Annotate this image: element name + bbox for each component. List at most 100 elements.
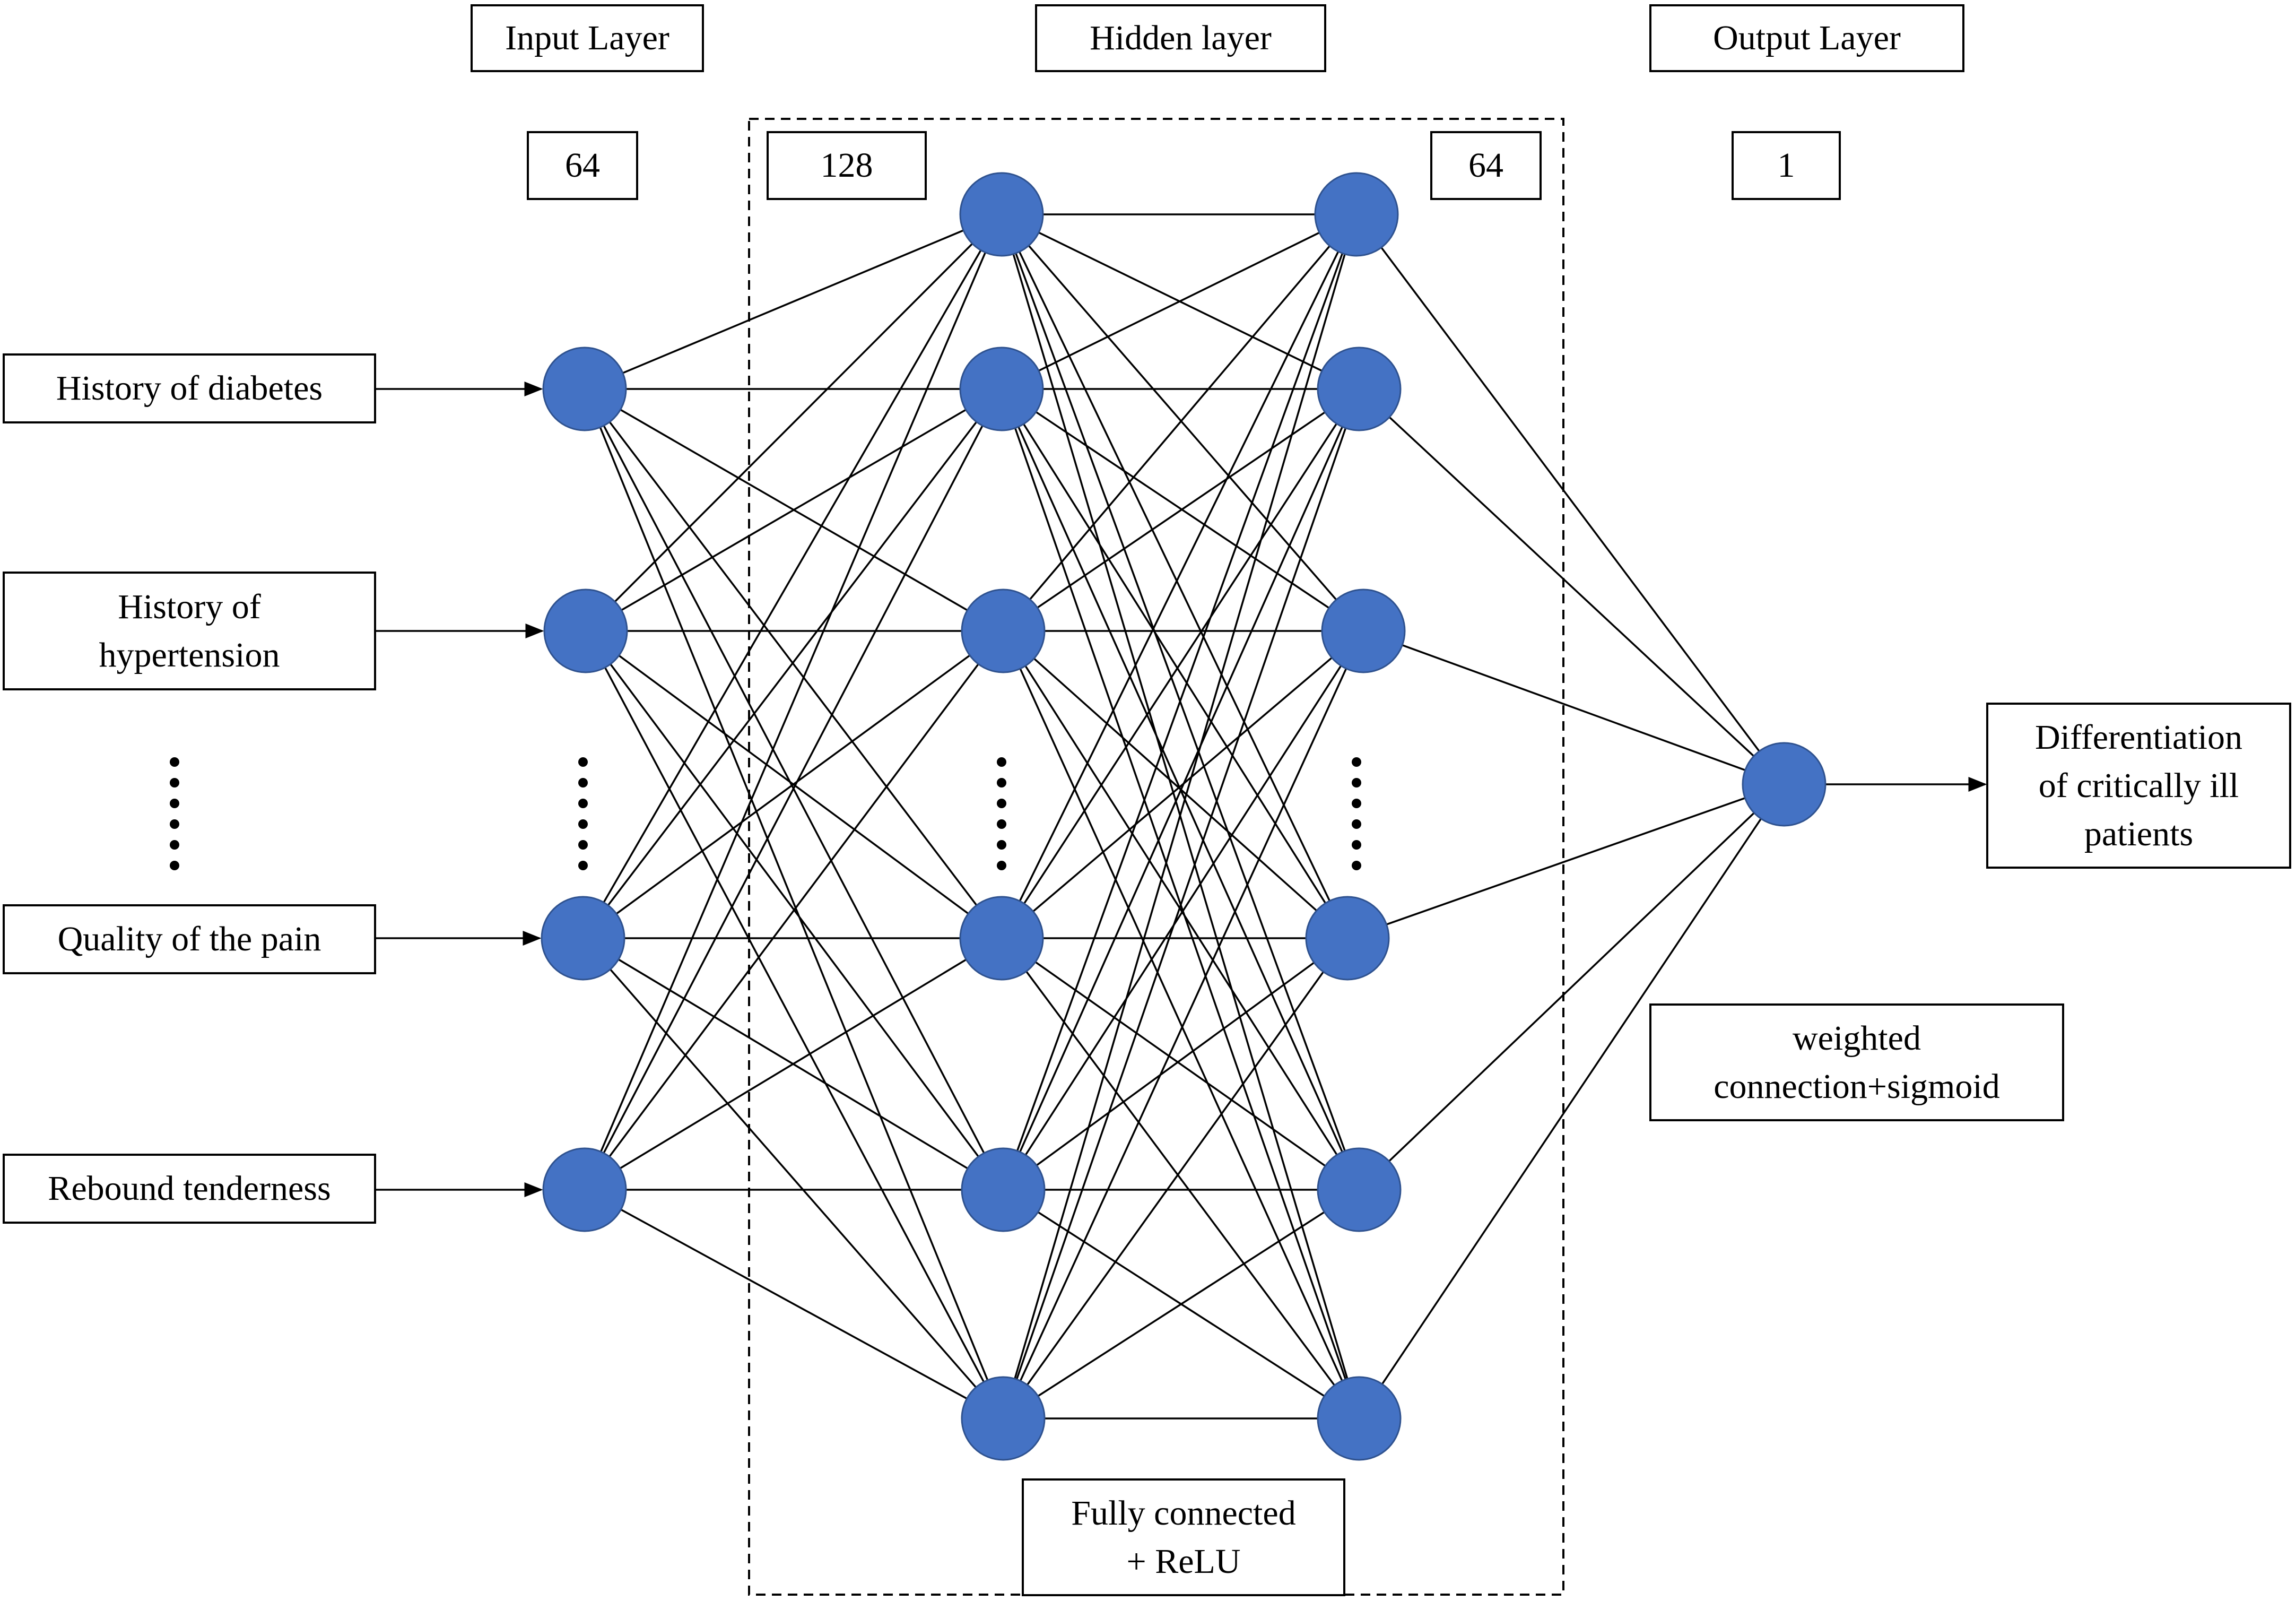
edge-hidden1-hidden2 [1002, 388, 1360, 1190]
edge-hidden1-hidden2 [1001, 937, 1360, 1420]
hidden2-neuron [1305, 896, 1390, 981]
hidden-layer-1-size: 128 [767, 131, 927, 200]
feature-history-of-diabetes: History of diabetes [3, 353, 376, 423]
ellipsis-dot [997, 799, 1006, 808]
edge-input-hidden1 [585, 388, 1002, 632]
ellipsis-dot [170, 778, 179, 787]
edge-hidden1-hidden2 [1002, 388, 1360, 1419]
hidden2-neuron [1317, 1147, 1402, 1232]
ellipsis-dot [1352, 819, 1361, 829]
ellipsis-dot [170, 757, 179, 767]
edge-hidden1-hidden2 [1001, 388, 1349, 939]
edge-input-hidden1 [584, 213, 1002, 390]
edge-hidden2-output [1358, 783, 1785, 1191]
hidden-layer-dashed-frame [748, 118, 1564, 1596]
hidden-activation-note: Fully connected+ ReLU [1022, 1478, 1345, 1596]
ellipsis-dot [1352, 778, 1361, 787]
edge-input-hidden1 [582, 388, 1003, 939]
ellipsis-dot [997, 757, 1006, 767]
edge-hidden1-hidden2 [1002, 937, 1349, 1420]
hidden2-neuron [1314, 172, 1399, 257]
ellipsis-dot [578, 861, 588, 870]
edge-hidden1-hidden2 [1002, 630, 1360, 1190]
edge-hidden1-hidden2 [1003, 388, 1360, 632]
output-layer-title: Output Layer [1649, 4, 1964, 72]
edge-hidden1-hidden2 [1001, 937, 1360, 1191]
ellipsis-dot [578, 819, 588, 829]
hidden2-neuron [1321, 589, 1406, 673]
edge-input-hidden1 [582, 630, 1004, 939]
ellipsis-dot [1352, 840, 1361, 850]
edge-hidden1-hidden2 [1001, 214, 1349, 939]
edge-hidden2-output [1347, 783, 1785, 939]
edge-hidden1-hidden2 [1001, 388, 1360, 939]
hidden1-neuron [961, 1376, 1046, 1461]
ellipsis-dot [170, 819, 179, 829]
edge-hidden2-output [1358, 784, 1785, 1419]
ellipsis-dot [578, 757, 588, 767]
ellipsis-dot [1352, 861, 1361, 870]
output-neuron [1742, 742, 1827, 827]
edge-hidden1-hidden2 [1002, 630, 1364, 1190]
input-neuron [542, 1147, 627, 1232]
edge-input-hidden1 [582, 214, 1003, 939]
edge-hidden1-hidden2 [1002, 630, 1360, 1419]
edge-input-hidden1 [584, 630, 1004, 1191]
hidden-layer-title: Hidden layer [1035, 4, 1326, 72]
ellipsis-dots [170, 757, 1361, 870]
input-neuron [541, 896, 625, 981]
ellipsis-dot [578, 840, 588, 850]
output-layer-size: 1 [1732, 131, 1841, 200]
ellipsis-dot [578, 799, 588, 808]
edge-input-hidden1 [585, 213, 1003, 632]
edge-hidden1-hidden2 [1002, 630, 1349, 939]
edge-input-hidden1 [584, 388, 1004, 1419]
edge-hidden1-hidden2 [1001, 213, 1357, 390]
input-layer-size: 64 [527, 131, 638, 200]
hidden-layer-2-size: 64 [1430, 131, 1542, 200]
ellipsis-dot [997, 861, 1006, 870]
edge-input-hidden1 [584, 214, 1003, 1190]
hidden1-neuron [959, 172, 1044, 257]
ellipsis-dot [1352, 757, 1361, 767]
feature-quality-of-the-pain: Quality of the pain [3, 904, 376, 974]
hidden1-neuron [961, 1147, 1046, 1232]
ellipsis-dot [997, 819, 1006, 829]
edge-hidden2-output [1358, 388, 1785, 785]
neuron-nodes [541, 172, 1827, 1461]
edge-hidden2-output [1363, 630, 1785, 785]
hidden2-neuron [1317, 347, 1402, 431]
edge-input-hidden1 [582, 937, 1004, 1420]
edge-hidden1-hidden2 [1002, 630, 1364, 1419]
ellipsis-dot [170, 799, 179, 808]
input-neuron [543, 589, 628, 673]
edge-hidden1-hidden2 [1001, 214, 1358, 939]
ellipsis-dot [170, 840, 179, 850]
input-layer-title: Input Layer [471, 4, 704, 72]
hidden2-neuron [1317, 1376, 1402, 1461]
edge-hidden1-hidden2 [1002, 213, 1358, 632]
input-arrows [376, 382, 1987, 1197]
edge-hidden2-output [1355, 213, 1785, 785]
connection-lines [582, 213, 1785, 1420]
hidden1-neuron [959, 347, 1044, 431]
input-neuron [542, 347, 627, 431]
edge-hidden1-hidden2 [1003, 1189, 1360, 1420]
ellipsis-dot [170, 861, 179, 870]
hidden1-neuron [961, 589, 1046, 673]
edge-input-hidden1 [585, 630, 1004, 1419]
edge-input-hidden1 [584, 1189, 1004, 1420]
edge-input-hidden1 [584, 937, 1002, 1191]
ellipsis-dot [997, 778, 1006, 787]
edge-hidden1-hidden2 [1002, 937, 1349, 1191]
edge-hidden1-hidden2 [1002, 214, 1358, 1419]
ellipsis-dot [997, 840, 1006, 850]
edge-input-hidden1 [584, 388, 1003, 1190]
feature-rebound-tenderness: Rebound tenderness [3, 1154, 376, 1224]
ellipsis-dot [578, 778, 588, 787]
ellipsis-dot [1352, 799, 1361, 808]
